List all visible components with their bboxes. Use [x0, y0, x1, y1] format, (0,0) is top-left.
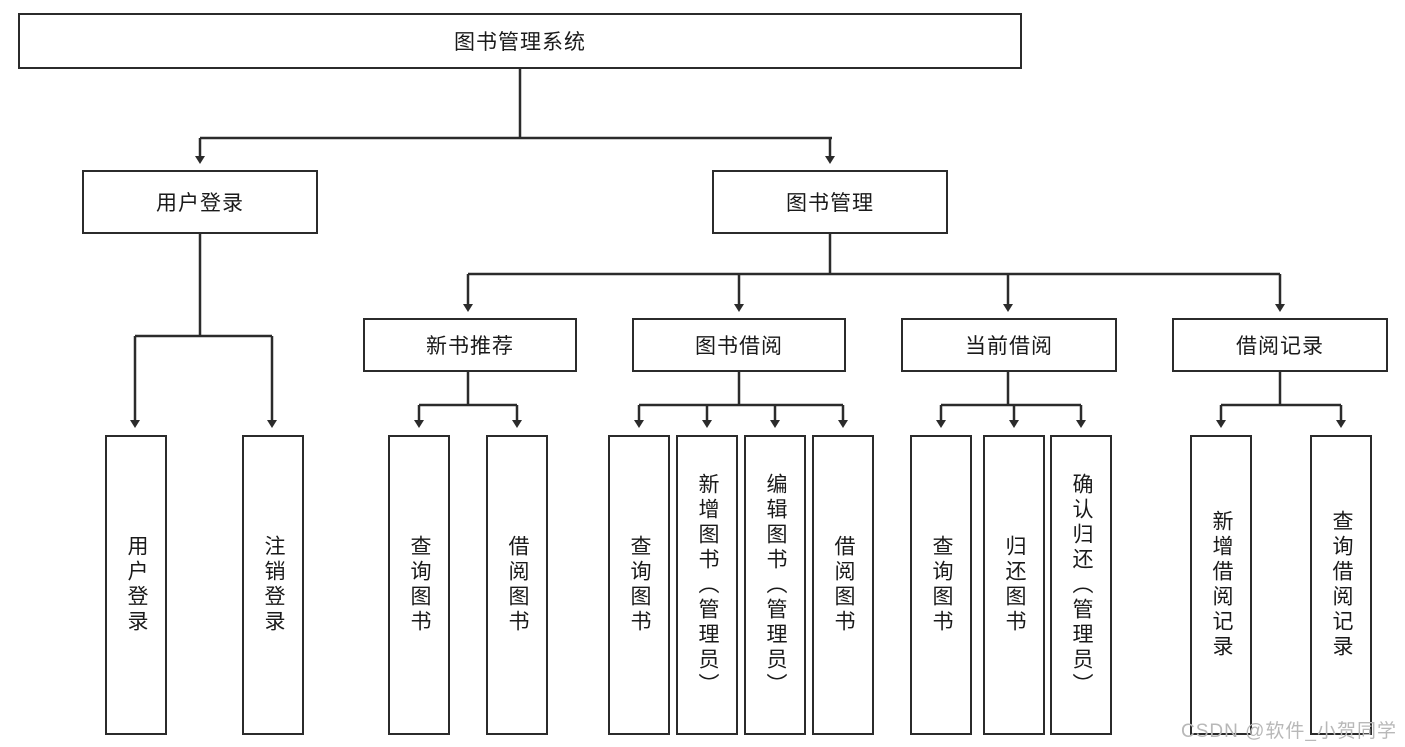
edges-root-to-level2 [195, 69, 835, 164]
node-current-borrow[interactable]: 当前借阅 [901, 318, 1117, 372]
node-label: 查询借阅记录 [1330, 510, 1354, 660]
node-leaf-user-login[interactable]: 用户登录 [105, 435, 167, 735]
node-book-borrow[interactable]: 图书借阅 [632, 318, 846, 372]
node-new-book-recommend[interactable]: 新书推荐 [363, 318, 577, 372]
edges-userlogin-to-leaves [130, 234, 277, 428]
node-label: 用户登录 [156, 192, 244, 215]
node-leaf-return-book[interactable]: 归还图书 [983, 435, 1045, 735]
node-label: 借阅记录 [1236, 335, 1324, 358]
node-label: 图书管理系统 [454, 31, 586, 54]
node-label: 当前借阅 [965, 335, 1053, 358]
node-leaf-borrow-book[interactable]: 借阅图书 [812, 435, 874, 735]
node-leaf-confirm-return-admin[interactable]: 确认归还（管理员） [1050, 435, 1112, 735]
node-leaf-logout[interactable]: 注销登录 [242, 435, 304, 735]
node-label: 归还图书 [1003, 535, 1027, 635]
node-label: 新增图书（管理员） [696, 472, 720, 698]
node-label: 图书借阅 [695, 335, 783, 358]
node-leaf-query-borrow-record[interactable]: 查询借阅记录 [1310, 435, 1372, 735]
edges-newbook-to-leaves [414, 372, 522, 428]
node-leaf-query-book-current[interactable]: 查询图书 [910, 435, 972, 735]
node-label: 确认归还（管理员） [1070, 472, 1094, 698]
node-leaf-borrow-book-recommend[interactable]: 借阅图书 [486, 435, 548, 735]
node-label: 借阅图书 [506, 535, 530, 635]
node-label: 查询图书 [408, 535, 432, 635]
node-label: 编辑图书（管理员） [764, 472, 788, 698]
node-label: 图书管理 [786, 192, 874, 215]
node-leaf-add-borrow-record[interactable]: 新增借阅记录 [1190, 435, 1252, 735]
edges-borrow-to-leaves [634, 372, 848, 428]
node-label: 注销登录 [262, 535, 286, 635]
node-user-login[interactable]: 用户登录 [82, 170, 318, 234]
edges-bookmgmt-to-level3 [463, 234, 1285, 312]
node-label: 用户登录 [125, 535, 149, 635]
node-leaf-edit-book-admin[interactable]: 编辑图书（管理员） [744, 435, 806, 735]
edges-records-to-leaves [1216, 372, 1346, 428]
node-label: 新增借阅记录 [1210, 510, 1234, 660]
node-label: 查询图书 [930, 535, 954, 635]
node-label: 借阅图书 [832, 535, 856, 635]
node-leaf-query-book-recommend[interactable]: 查询图书 [388, 435, 450, 735]
node-label: 新书推荐 [426, 335, 514, 358]
edges-current-to-leaves [936, 372, 1086, 428]
node-borrow-records[interactable]: 借阅记录 [1172, 318, 1388, 372]
node-leaf-add-book-admin[interactable]: 新增图书（管理员） [676, 435, 738, 735]
node-root-library-system[interactable]: 图书管理系统 [18, 13, 1022, 69]
node-label: 查询图书 [628, 535, 652, 635]
node-book-management[interactable]: 图书管理 [712, 170, 948, 234]
node-leaf-query-book-borrow[interactable]: 查询图书 [608, 435, 670, 735]
